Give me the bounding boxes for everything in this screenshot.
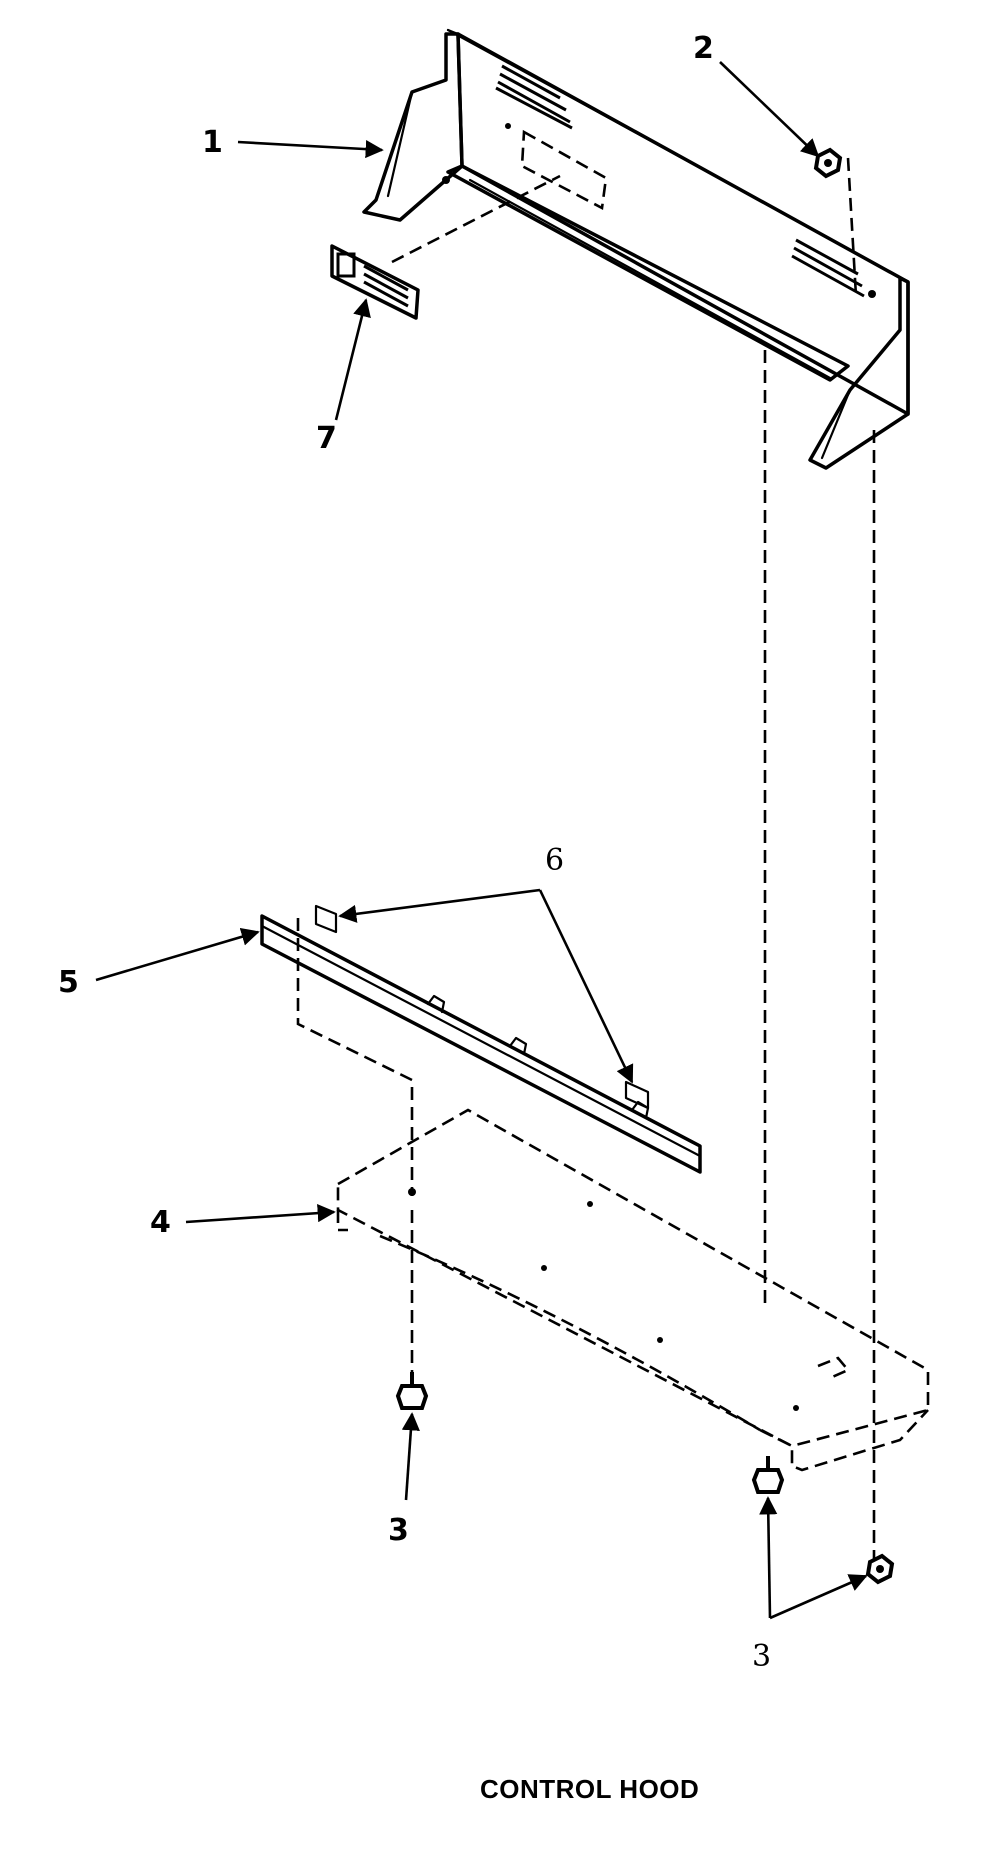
trim-strip-path: [296, 918, 414, 1196]
clip-lower: [624, 1080, 650, 1110]
leader-3-right: [769, 1574, 868, 1620]
leader-5: [95, 927, 260, 982]
callout-6: 6: [545, 843, 564, 878]
callout-7: 7: [316, 421, 337, 456]
diagram-caption: CONTROL HOOD: [480, 1774, 699, 1804]
label-plate-path: [391, 174, 561, 264]
screw-center: [751, 1456, 785, 1494]
label-plate: [330, 244, 420, 320]
leader-4: [185, 1204, 336, 1224]
mount-hole: [505, 123, 511, 129]
base-plate: [336, 1108, 930, 1472]
callout-4: 4: [150, 1205, 171, 1240]
trim-strip: [260, 914, 702, 1174]
screw-left: [395, 1372, 429, 1410]
leader-7: [334, 298, 371, 421]
leader-6b: [538, 889, 634, 1084]
callout-2: 2: [693, 31, 714, 66]
hood-vent-right: [791, 238, 865, 298]
clip-upper: [314, 904, 338, 934]
screw-right: [865, 1553, 895, 1585]
hood-fastener-nut: [813, 147, 843, 179]
fastener-path: [846, 157, 858, 297]
mount-hole: [868, 290, 876, 298]
callout-1: 1: [202, 125, 223, 160]
leader-3-left: [401, 1412, 420, 1501]
leader-2: [719, 61, 820, 158]
callout-3-right: 3: [752, 1639, 771, 1674]
mount-hole: [442, 176, 450, 184]
hood-vent-left: [495, 64, 573, 130]
callout-5: 5: [58, 965, 79, 1000]
leader-6a: [338, 888, 541, 923]
label-position-outline: [520, 129, 608, 211]
control-hood-panel: [362, 28, 910, 470]
leader-1: [237, 140, 384, 159]
callout-3-left: 3: [388, 1513, 409, 1548]
leader-3-center: [759, 1496, 778, 1619]
